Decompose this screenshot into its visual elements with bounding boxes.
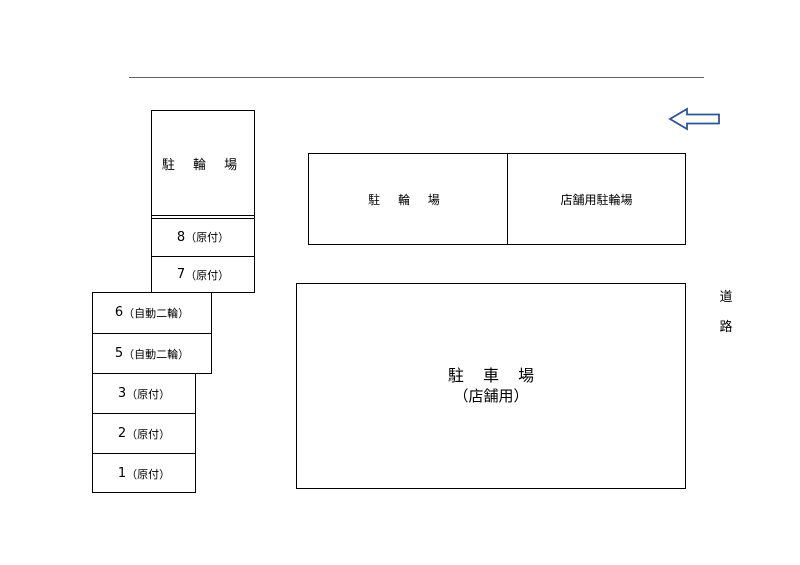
space-number: 7 — [176, 267, 186, 282]
car-parking-area — [296, 283, 686, 489]
space-3: 3（原付） — [92, 374, 196, 413]
divider — [92, 453, 196, 454]
space-type: （自動二輪） — [123, 306, 190, 320]
space-type: （原付） — [126, 467, 171, 481]
space-number: 6 — [114, 305, 124, 320]
space-number: 5 — [114, 346, 124, 361]
divider — [151, 218, 255, 219]
divider — [151, 215, 255, 216]
space-number: 2 — [117, 426, 127, 441]
space-8: 8（原付） — [151, 218, 255, 256]
divider — [92, 413, 196, 414]
space-5: 5（自動二輪） — [92, 333, 212, 374]
space-type: （原付） — [126, 427, 171, 441]
divider — [507, 153, 508, 245]
bike-parking-left-label: 駐 輪 場 — [161, 157, 245, 173]
space-type: （原付） — [185, 268, 230, 282]
divider — [92, 333, 212, 334]
top-boundary-line — [129, 77, 704, 78]
space-2: 2（原付） — [92, 414, 196, 453]
car-parking-title: 駐 車 場 — [447, 366, 542, 385]
moped-area — [92, 373, 196, 493]
space-1: 1（原付） — [92, 454, 196, 493]
car-parking-subtitle: （店舗用） — [453, 387, 529, 405]
space-type: （原付） — [126, 387, 171, 401]
car-parking-label: 駐 車 場 （店舗用） — [296, 283, 686, 489]
space-6: 6（自動二輪） — [92, 292, 212, 333]
bike-parking-top-area — [308, 153, 686, 245]
divider — [151, 256, 255, 257]
left-arrow-icon — [668, 107, 720, 131]
space-type: （自動二輪） — [123, 347, 190, 361]
bike-parking-top-label: 駐 輪 場 — [368, 192, 447, 207]
space-number: 8 — [176, 229, 186, 245]
store-bike-parking-label: 店舗用駐輪場 — [560, 192, 633, 207]
space-number: 1 — [117, 466, 127, 481]
space-type: （原付） — [185, 231, 230, 244]
space-7: 7（原付） — [151, 256, 255, 293]
road-char-2: 路 — [719, 319, 733, 335]
road-char-1: 道 — [719, 289, 733, 305]
space-number: 3 — [117, 386, 127, 401]
bike-parking-left-area — [151, 110, 255, 293]
